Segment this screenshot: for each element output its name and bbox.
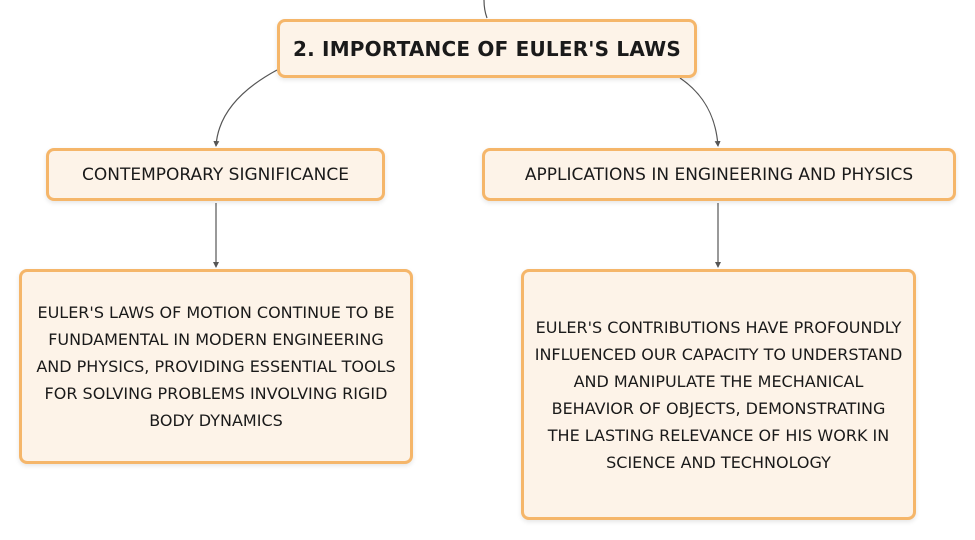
connector-root-to-right-branch xyxy=(679,77,721,147)
detail-node-text: EULER'S LAWS OF MOTION CONTINUE TO BE FU… xyxy=(36,303,396,430)
detail-node-text: EULER'S CONTRIBUTIONS HAVE PROFOUNDLY IN… xyxy=(534,317,903,472)
branch-node-applications[interactable]: APPLICATIONS IN ENGINEERING AND PHYSICS xyxy=(482,148,956,201)
detail-node-contemporary-significance[interactable]: EULER'S LAWS OF MOTION CONTINUE TO BE FU… xyxy=(19,269,413,464)
detail-node-applications[interactable]: EULER'S CONTRIBUTIONS HAVE PROFOUNDLY IN… xyxy=(521,269,916,520)
connector-root-to-left-branch xyxy=(213,69,278,147)
branch-node-label: CONTEMPORARY SIGNIFICANCE xyxy=(82,164,349,185)
root-node-label: 2. IMPORTANCE OF EULER'S LAWS xyxy=(292,36,681,61)
branch-node-contemporary-significance[interactable]: CONTEMPORARY SIGNIFICANCE xyxy=(46,148,385,201)
connector-from-parent xyxy=(483,0,488,19)
root-node[interactable]: 2. IMPORTANCE OF EULER'S LAWS xyxy=(277,19,697,78)
branch-node-label: APPLICATIONS IN ENGINEERING AND PHYSICS xyxy=(524,164,914,185)
